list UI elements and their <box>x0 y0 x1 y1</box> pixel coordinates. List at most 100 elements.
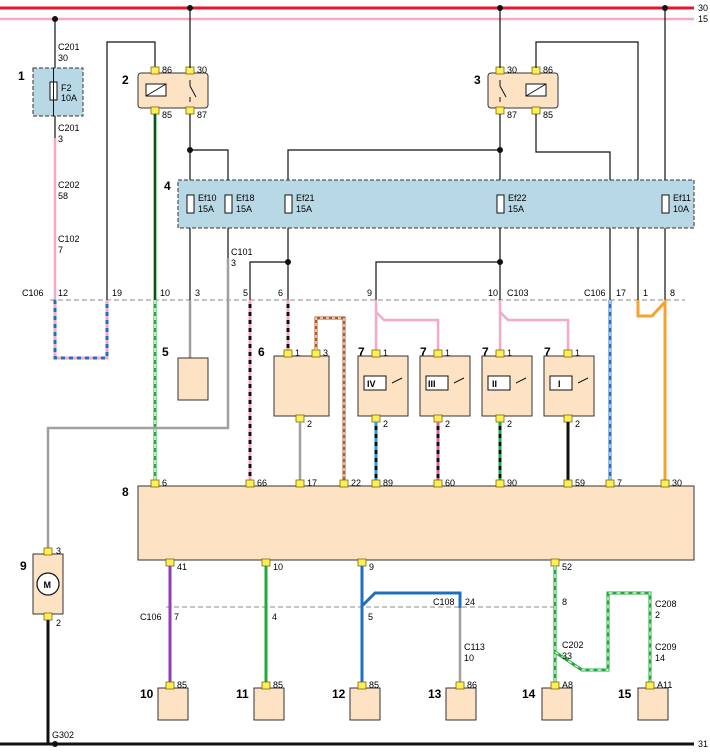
pin-label: 85 <box>273 680 283 690</box>
component-number-3: 3 <box>474 73 481 87</box>
pin <box>455 681 465 690</box>
speed-label: I <box>558 379 561 389</box>
component-number-13: 13 <box>428 687 442 701</box>
pin <box>563 349 573 358</box>
pin <box>433 414 443 423</box>
pin-label: 2 <box>445 419 450 429</box>
pin-label: 87 <box>197 110 207 120</box>
pin <box>150 106 160 115</box>
pin <box>283 349 293 358</box>
fuse-ef11-name: Ef11 <box>673 193 691 203</box>
pin-label: 1 <box>445 348 450 358</box>
pin-label: 89 <box>383 478 393 488</box>
pin <box>185 106 195 115</box>
relay-coil-icon <box>425 375 449 391</box>
pin-label: 59 <box>575 478 585 488</box>
component-number-4: 4 <box>164 179 171 193</box>
module-top-pins <box>150 479 670 488</box>
wire-pink <box>374 300 440 350</box>
pin-label: 30 <box>197 65 207 75</box>
junction-dot <box>285 259 291 265</box>
pin <box>311 349 321 358</box>
pin-label: 52 <box>562 562 572 572</box>
component-number-7: 7 <box>544 345 551 359</box>
fuse-ef18-name: Ef18 <box>236 193 255 203</box>
pin <box>357 681 367 690</box>
component-12 <box>349 687 381 721</box>
junction-dot <box>497 259 503 265</box>
component-number-11: 11 <box>236 687 249 701</box>
component-number-7: 7 <box>420 345 427 359</box>
pin <box>550 681 560 690</box>
pin <box>295 479 305 488</box>
rail-31-label: 31 <box>698 739 708 749</box>
fuse-ef10-symbol <box>186 194 195 214</box>
pin <box>550 558 560 567</box>
component-number-14: 14 <box>522 687 536 701</box>
pin-label: 2 <box>383 419 388 429</box>
pin-label: 86 <box>467 680 477 690</box>
pin <box>245 479 255 488</box>
connector-label: C102 <box>58 234 80 244</box>
fuse-ef10-name: Ef10 <box>198 193 217 203</box>
pin <box>371 479 381 488</box>
pin <box>531 66 541 75</box>
connector-label: C201 <box>58 123 80 133</box>
relay-coil-icon <box>145 83 167 97</box>
pin-label: 5 <box>368 612 373 622</box>
component-number-15: 15 <box>618 687 632 701</box>
pin-label: 5 <box>243 288 248 298</box>
pin <box>43 547 53 556</box>
fuse-ef22-name: Ef22 <box>508 193 527 203</box>
pin <box>371 349 381 358</box>
pin-label: 17 <box>616 288 626 298</box>
pin-label: 30 <box>672 478 682 488</box>
pin-label: 9 <box>367 288 372 298</box>
pin <box>495 106 505 115</box>
pin <box>531 106 541 115</box>
pin <box>165 681 175 690</box>
fuse-box-4 <box>177 179 695 229</box>
fuse-ef11-symbol <box>661 194 670 214</box>
wire-black <box>375 261 500 300</box>
wire-green-white-stripe <box>554 592 651 682</box>
fuse-ef18-symbol <box>224 194 233 214</box>
component-5 <box>177 357 209 401</box>
component-number-2: 2 <box>122 73 129 87</box>
pin-label: A11 <box>657 680 672 690</box>
pin-label: 66 <box>257 478 267 488</box>
pin <box>261 558 271 567</box>
relay-switch-icon <box>453 377 465 384</box>
pin-label: 1 <box>295 348 300 358</box>
pin-label: 86 <box>162 65 172 75</box>
component-number-7: 7 <box>482 345 489 359</box>
connector-pin: 3 <box>58 134 63 144</box>
fuse-ef18-rating: 15A <box>236 204 252 214</box>
connector-pin: 14 <box>655 653 665 663</box>
wire-brown-white-stripe <box>315 317 345 480</box>
pin <box>660 479 670 488</box>
connector-label: C208 <box>655 599 677 609</box>
component-6 <box>273 355 330 417</box>
relay-3 <box>487 72 559 109</box>
pin <box>43 612 53 621</box>
speed-label: II <box>492 379 497 389</box>
ground-label: G302 <box>52 730 74 740</box>
pin-label: 2 <box>575 419 580 429</box>
pin-label: 6 <box>162 478 167 488</box>
connector-pin: 2 <box>655 610 660 620</box>
pin-label: 17 <box>307 478 317 488</box>
pin-label: 3 <box>323 348 328 358</box>
junction-dot <box>52 741 58 747</box>
component-number-7: 7 <box>358 345 365 359</box>
pin-label: 41 <box>177 562 187 572</box>
pin-label: 9 <box>369 562 374 572</box>
pin-label: 2 <box>307 419 312 429</box>
fuse-f2-rating: 10A <box>61 93 77 103</box>
component-number-12: 12 <box>332 687 346 701</box>
pin-label: 1 <box>643 288 648 298</box>
pin-label: 87 <box>507 110 517 120</box>
speed-label: III <box>428 379 436 389</box>
pin-label: 4 <box>272 612 277 622</box>
fuse-ef21-rating: 15A <box>296 204 312 214</box>
